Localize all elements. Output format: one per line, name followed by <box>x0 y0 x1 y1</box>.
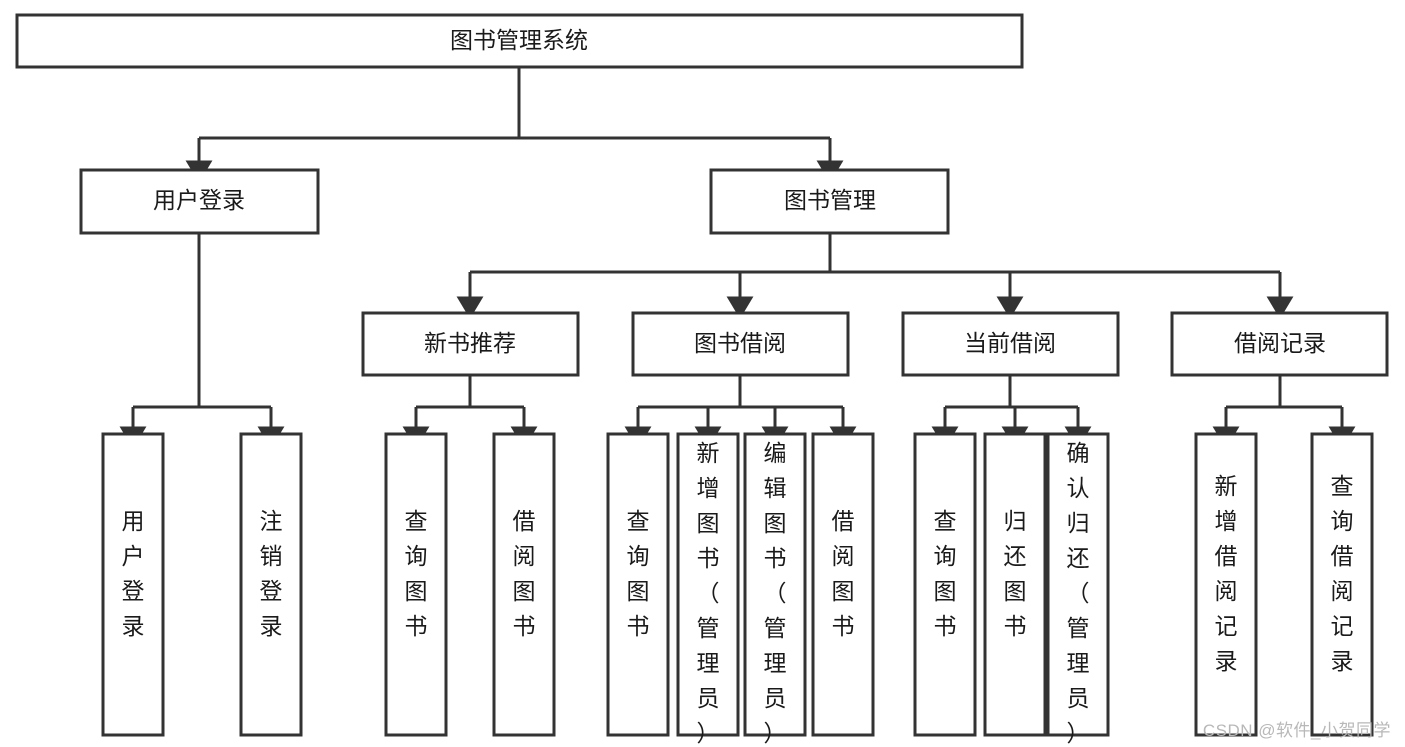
node-book-management-label: 图书管理 <box>784 187 876 213</box>
node-user-login[interactable]: 用户登录 <box>79 168 320 235</box>
node-leaf-return-book-label: 归还图书 <box>1004 508 1027 639</box>
node-leaf-add-book-label: 新增图书（管理员） <box>697 440 720 746</box>
node-leaf-query-book-1-label: 查询图书 <box>405 508 428 639</box>
node-leaf-query-record[interactable]: 查询借阅记录 <box>1310 432 1374 737</box>
node-leaf-borrow-book-1[interactable]: 借阅图书 <box>492 432 556 737</box>
node-new-book-recommend-box[interactable] <box>361 311 580 377</box>
node-leaf-user-login[interactable]: 用户登录 <box>101 432 165 737</box>
node-leaf-query-book-3-box[interactable] <box>913 432 977 737</box>
node-leaf-add-record[interactable]: 新增借阅记录 <box>1194 432 1258 737</box>
node-borrow-record-label: 借阅记录 <box>1234 330 1326 356</box>
node-leaf-return-book[interactable]: 归还图书 <box>983 432 1047 737</box>
node-leaf-query-book-2-box[interactable] <box>606 432 670 737</box>
connector-group-user-login <box>119 233 285 449</box>
node-leaf-user-login-box[interactable] <box>101 432 165 737</box>
node-leaf-query-record-label: 查询借阅记录 <box>1331 473 1354 674</box>
node-leaf-add-record-label: 新增借阅记录 <box>1215 473 1238 674</box>
node-leaf-confirm-return-box[interactable] <box>1046 432 1110 737</box>
node-book-borrow[interactable]: 图书借阅 <box>631 311 850 377</box>
node-user-login-label: 用户登录 <box>153 187 245 213</box>
node-user-login-box[interactable] <box>79 168 320 235</box>
node-current-borrow[interactable]: 当前借阅 <box>901 311 1120 377</box>
node-new-book-recommend-label: 新书推荐 <box>424 330 516 356</box>
node-leaf-user-logout-label: 注销登录 <box>260 508 283 639</box>
node-leaf-confirm-return[interactable]: 确认归还（管理员） <box>1046 432 1110 746</box>
connector-group-borrow-record <box>1212 375 1356 449</box>
node-leaf-query-book-1-box[interactable] <box>384 432 448 737</box>
node-borrow-record[interactable]: 借阅记录 <box>1170 311 1389 377</box>
connector-group-new-book <box>402 375 538 449</box>
node-leaf-user-logout-box[interactable] <box>239 432 303 737</box>
node-new-book-recommend[interactable]: 新书推荐 <box>361 311 580 377</box>
node-leaf-edit-book-box[interactable] <box>743 432 807 737</box>
node-book-borrow-box[interactable] <box>631 311 850 377</box>
node-leaf-query-record-box[interactable] <box>1310 432 1374 737</box>
node-leaf-borrow-book-2[interactable]: 借阅图书 <box>811 432 875 737</box>
node-leaf-edit-book-label: 编辑图书（管理员） <box>764 440 787 746</box>
node-leaf-borrow-book-2-label: 借阅图书 <box>832 508 855 639</box>
connector-group-book-management <box>456 233 1294 319</box>
node-leaf-borrow-book-2-box[interactable] <box>811 432 875 737</box>
node-leaf-add-book[interactable]: 新增图书（管理员） <box>676 432 740 746</box>
node-current-borrow-label: 当前借阅 <box>964 330 1056 356</box>
node-leaf-edit-book[interactable]: 编辑图书（管理员） <box>743 432 807 746</box>
node-borrow-record-box[interactable] <box>1170 311 1389 377</box>
node-leaf-add-record-box[interactable] <box>1194 432 1258 737</box>
node-root-box[interactable] <box>15 13 1024 69</box>
node-book-borrow-label: 图书借阅 <box>694 330 786 356</box>
node-leaf-user-logout[interactable]: 注销登录 <box>239 432 303 737</box>
node-leaf-query-book-1[interactable]: 查询图书 <box>384 432 448 737</box>
connector-group-book-borrow <box>624 375 857 449</box>
connector-group-current-borrow <box>931 375 1092 449</box>
connector-group-root <box>185 67 844 183</box>
node-leaf-borrow-book-1-label: 借阅图书 <box>513 508 536 639</box>
node-leaf-borrow-book-1-box[interactable] <box>492 432 556 737</box>
csdn-watermark: CSDN @软件_小贺同学 <box>1202 721 1391 740</box>
node-leaf-query-book-3[interactable]: 查询图书 <box>913 432 977 737</box>
node-leaf-return-book-box[interactable] <box>983 432 1047 737</box>
node-leaf-query-book-2[interactable]: 查询图书 <box>606 432 670 737</box>
node-leaf-add-book-box[interactable] <box>676 432 740 737</box>
node-leaf-query-book-2-label: 查询图书 <box>627 508 650 639</box>
node-leaf-query-book-3-label: 查询图书 <box>934 508 957 639</box>
node-root[interactable]: 图书管理系统 <box>15 13 1024 69</box>
node-book-management[interactable]: 图书管理 <box>709 168 950 235</box>
node-current-borrow-box[interactable] <box>901 311 1120 377</box>
node-root-label: 图书管理系统 <box>450 27 588 53</box>
node-leaf-user-login-label: 用户登录 <box>122 508 145 639</box>
node-leaf-confirm-return-label: 确认归还（管理员） <box>1067 440 1090 746</box>
node-book-management-box[interactable] <box>709 168 950 235</box>
